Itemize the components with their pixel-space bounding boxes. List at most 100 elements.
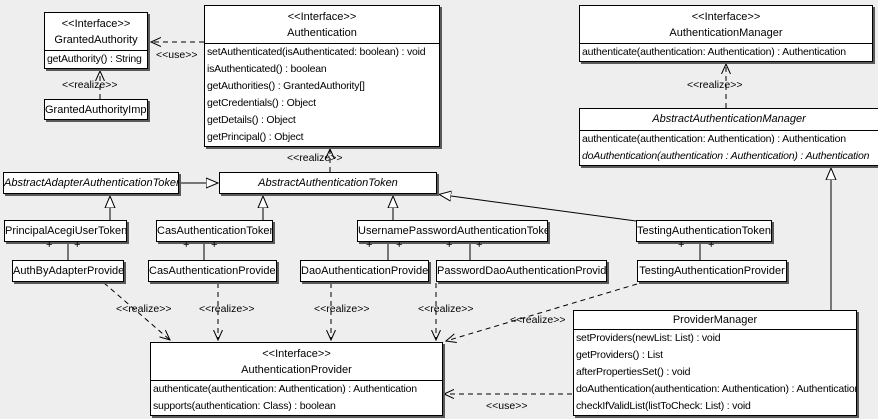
association-end-plus: + — [708, 239, 715, 251]
class-principal-acegi-user-token: PrincipalAcegiUserToken — [4, 220, 127, 242]
class-authentication-manager: <<Interface>> AuthenticationManager auth… — [579, 5, 873, 62]
class-password-dao-authentication-provider: PasswordDaoAuthenticationProvider — [436, 260, 607, 282]
class-title: AbstractAdapterAuthenticationToken — [4, 173, 178, 193]
stereotype-label: <<Interface>> — [61, 18, 131, 30]
class-name: ProviderManager — [672, 314, 758, 326]
realize-label: <<realize>> — [62, 79, 118, 91]
stereotype-label: <<Interface>> — [287, 11, 357, 23]
class-dao-authentication-provider: DaoAuthenticationProvider — [300, 260, 429, 282]
methods-compartment: setProviders(newList: List) : void getPr… — [574, 329, 856, 415]
class-title: DaoAuthenticationProvider — [301, 261, 428, 281]
class-name: DaoAuthenticationProvider — [301, 265, 428, 277]
class-name: AbstractAuthenticationManager — [652, 113, 806, 125]
use-label: <<use>> — [156, 49, 198, 61]
class-name: AbstractAuthenticationToken — [258, 177, 398, 189]
method: doAuthentication(authentication: Authent… — [576, 383, 856, 395]
class-cas-authentication-provider: CasAuthenticationProvider — [148, 260, 277, 282]
association-end-plus: + — [74, 239, 81, 251]
class-title: <<Interface>> GrantedAuthority — [45, 13, 147, 50]
association-end-plus: + — [183, 239, 190, 251]
method: checkIfValidList(listToCheck: List) : vo… — [576, 400, 751, 412]
class-auth-by-adapter-provider: AuthByAdapterProvider — [12, 260, 124, 282]
association-end-plus: + — [678, 239, 685, 251]
class-authentication-provider: <<Interface>> AuthenticationProvider aut… — [150, 342, 443, 416]
class-provider-manager: ProviderManager setProviders(newList: Li… — [573, 310, 857, 416]
association-end-plus: + — [446, 239, 453, 251]
association-end-plus: + — [366, 239, 373, 251]
class-testing-authentication-provider: TestingAuthenticationProvider — [637, 260, 787, 282]
method: setAuthenticated(isAuthenticated: boolea… — [207, 46, 426, 58]
realize-label: <<realize>> — [687, 79, 743, 91]
class-name: AuthByAdapterProvider — [13, 265, 123, 277]
class-abstract-authentication-token: AbstractAuthenticationToken — [219, 172, 437, 194]
class-granted-authority: <<Interface>> GrantedAuthority getAuthor… — [44, 12, 148, 69]
class-name: AuthenticationManager — [669, 27, 783, 39]
class-name: CasAuthenticationToken — [157, 225, 272, 237]
method: authenticate(authentication: Authenticat… — [582, 46, 846, 58]
methods-compartment: authenticate(authentication: Authenticat… — [580, 130, 878, 165]
generalization-testing-token — [451, 196, 637, 222]
method: getPrincipal() : Object — [207, 131, 304, 143]
class-title: ProviderManager — [574, 311, 856, 329]
method: supports(authentication: Class) : boolea… — [153, 400, 336, 412]
method: authenticate(authentication: Authenticat… — [153, 383, 417, 395]
class-title: <<Interface>> Authentication — [205, 6, 439, 43]
method: doAuthentication(authentication : Authen… — [582, 150, 870, 162]
association-end-plus: + — [396, 239, 403, 251]
stereotype-label: <<Interface>> — [691, 11, 761, 23]
use-label: <<use>> — [486, 400, 528, 412]
class-title: GrantedAuthorityImpl — [45, 100, 147, 120]
class-name: TestingAuthenticationProvider — [639, 265, 785, 277]
method: authenticate(authentication: Authenticat… — [582, 133, 846, 145]
class-username-password-authentication-token: UsernamePasswordAuthenticationToken — [357, 220, 548, 242]
class-granted-authority-impl: GrantedAuthorityImpl — [44, 99, 148, 120]
realize-label: <<realize>> — [418, 303, 474, 315]
class-name: AbstractAdapterAuthenticationToken — [4, 177, 178, 189]
class-title: <<Interface>> AuthenticationProvider — [151, 343, 442, 380]
class-name: CasAuthenticationProvider — [149, 265, 276, 277]
methods-compartment: authenticate(authentication: Authenticat… — [151, 380, 442, 415]
class-name: GrantedAuthorityImpl — [45, 104, 147, 116]
realize-label: <<realize>> — [116, 303, 172, 315]
stereotype-label: <<Interface>> — [262, 348, 331, 360]
class-title: PasswordDaoAuthenticationProvider — [437, 261, 606, 281]
method: setProviders(newList: List) : void — [576, 332, 721, 344]
class-title: TestingAuthenticationProvider — [638, 261, 786, 281]
methods-compartment: getAuthority() : String — [45, 50, 147, 68]
class-name: GrantedAuthority — [54, 34, 138, 46]
method: getDetails() : Object — [207, 114, 296, 126]
methods-compartment: authenticate(authentication: Authenticat… — [580, 43, 872, 61]
class-name: PrincipalAcegiUserToken — [5, 225, 126, 237]
association-end-plus: + — [211, 239, 218, 251]
method: getCredentials() : Object — [207, 97, 316, 109]
method: getAuthority() : String — [47, 53, 142, 65]
method: getAuthorities() : GrantedAuthority[] — [207, 80, 365, 92]
class-title: TestingAuthenticationToken — [637, 221, 771, 241]
class-abstract-adapter-authentication-token: AbstractAdapterAuthenticationToken — [3, 172, 179, 194]
class-testing-authentication-token: TestingAuthenticationToken — [636, 220, 772, 242]
class-title: UsernamePasswordAuthenticationToken — [358, 221, 547, 241]
class-title: AuthByAdapterProvider — [13, 261, 123, 281]
association-end-plus: + — [46, 239, 53, 251]
methods-compartment: setAuthenticated(isAuthenticated: boolea… — [205, 43, 439, 146]
realize-label: <<realize>> — [510, 314, 566, 326]
method: isAuthenticated() : boolean — [207, 63, 327, 75]
class-title: AbstractAuthenticationManager — [580, 109, 878, 130]
class-title: AbstractAuthenticationToken — [220, 173, 436, 193]
class-title: <<Interface>> AuthenticationManager — [580, 6, 872, 43]
method: getProviders() : List — [576, 349, 663, 361]
class-title: CasAuthenticationToken — [157, 221, 272, 241]
realize-label: <<realize>> — [314, 303, 370, 315]
realize-label: <<realize>> — [199, 303, 255, 315]
class-cas-authentication-token: CasAuthenticationToken — [156, 220, 273, 242]
class-authentication: <<Interface>> Authentication setAuthenti… — [204, 5, 440, 147]
class-name: AuthenticationProvider — [241, 364, 352, 376]
association-end-plus: + — [476, 239, 483, 251]
method: afterPropertiesSet() : void — [576, 366, 691, 378]
class-name: Authentication — [287, 27, 357, 39]
realize-label: <<realize>> — [287, 152, 343, 164]
class-name: UsernamePasswordAuthenticationToken — [358, 225, 547, 237]
class-title: PrincipalAcegiUserToken — [5, 221, 126, 241]
class-name: PasswordDaoAuthenticationProvider — [437, 265, 606, 277]
